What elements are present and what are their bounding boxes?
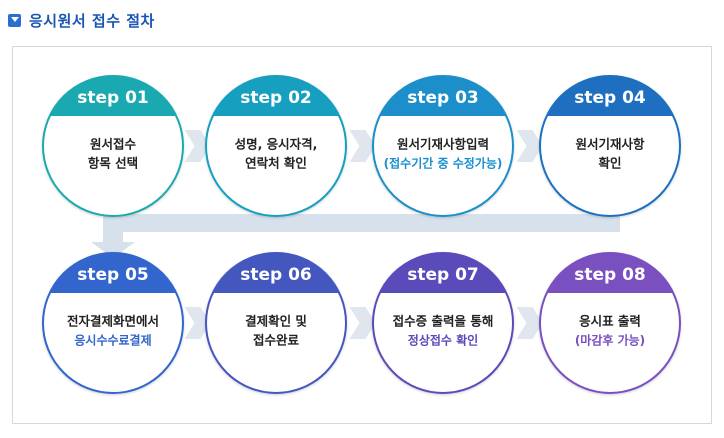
step-label: 응시표 출력 bbox=[579, 314, 641, 329]
step-badge: step 02 bbox=[240, 88, 312, 108]
page-title: 응시원서 접수 절차 bbox=[29, 11, 155, 30]
connectors bbox=[91, 130, 620, 339]
step-label: 원서기재사항 bbox=[575, 137, 645, 152]
step-badge-bg bbox=[212, 252, 340, 293]
title-bar: 응시원서 접수 절차 bbox=[8, 8, 155, 32]
step-label: 원서접수 bbox=[90, 137, 137, 152]
step-badge-bg bbox=[49, 76, 177, 116]
step-node-2: step 02 성명, 응시자격, 연락처 확인 bbox=[205, 75, 347, 217]
step-label: 성명, 응시자격, bbox=[235, 137, 318, 152]
chevron-right-icon-1 bbox=[349, 130, 376, 162]
chevron-right-icon-2 bbox=[516, 130, 543, 162]
step-label: 확인 bbox=[598, 156, 621, 171]
step-badge-bg bbox=[212, 76, 340, 116]
step-note: (마감후 가능) bbox=[575, 333, 645, 348]
step-node-3: step 03 원서기재사항입력 (접수기간 중 수정가능) bbox=[372, 75, 514, 217]
step-note: (접수기간 중 수정가능) bbox=[384, 156, 503, 171]
step-badge: step 03 bbox=[407, 88, 479, 108]
step-node-8: step 08 응시표 출력 (마감후 가능) bbox=[539, 252, 681, 394]
row-connector bbox=[91, 204, 620, 258]
chevron-right-icon-4 bbox=[349, 307, 376, 339]
step-label: 접수증 출력을 통해 bbox=[393, 314, 494, 329]
step-note: 응시수수료결제 bbox=[74, 333, 151, 348]
step-badge: step 07 bbox=[407, 265, 479, 285]
arrow-down-icon bbox=[8, 13, 21, 27]
step-badge-bg bbox=[546, 253, 674, 293]
step-badge-bg bbox=[379, 253, 507, 293]
step-label: 원서기재사항입력 bbox=[397, 137, 489, 152]
chevron-right-icon-5 bbox=[516, 307, 543, 339]
step-badge-bg bbox=[379, 76, 507, 116]
chevron-right-icon-0 bbox=[184, 130, 211, 162]
chevron-right-icon-3 bbox=[184, 307, 211, 339]
step-badge: step 05 bbox=[77, 265, 149, 285]
arrow-down-icon bbox=[91, 204, 620, 258]
step-label: 연락처 확인 bbox=[245, 156, 307, 171]
step-label: 결제확인 및 bbox=[245, 314, 307, 329]
step-label: 접수완료 bbox=[253, 333, 300, 348]
step-badge: step 06 bbox=[240, 265, 312, 285]
step-badge-bg bbox=[49, 252, 177, 293]
step-badge: step 01 bbox=[77, 88, 149, 108]
step-label: 전자결제화면에서 bbox=[67, 314, 159, 329]
step-badge-bg bbox=[546, 76, 674, 116]
step-label: 항목 선택 bbox=[88, 156, 138, 171]
step-badge: step 08 bbox=[574, 265, 646, 285]
step-badge: step 04 bbox=[574, 88, 646, 108]
step-note: 정상접수 확인 bbox=[408, 333, 478, 348]
